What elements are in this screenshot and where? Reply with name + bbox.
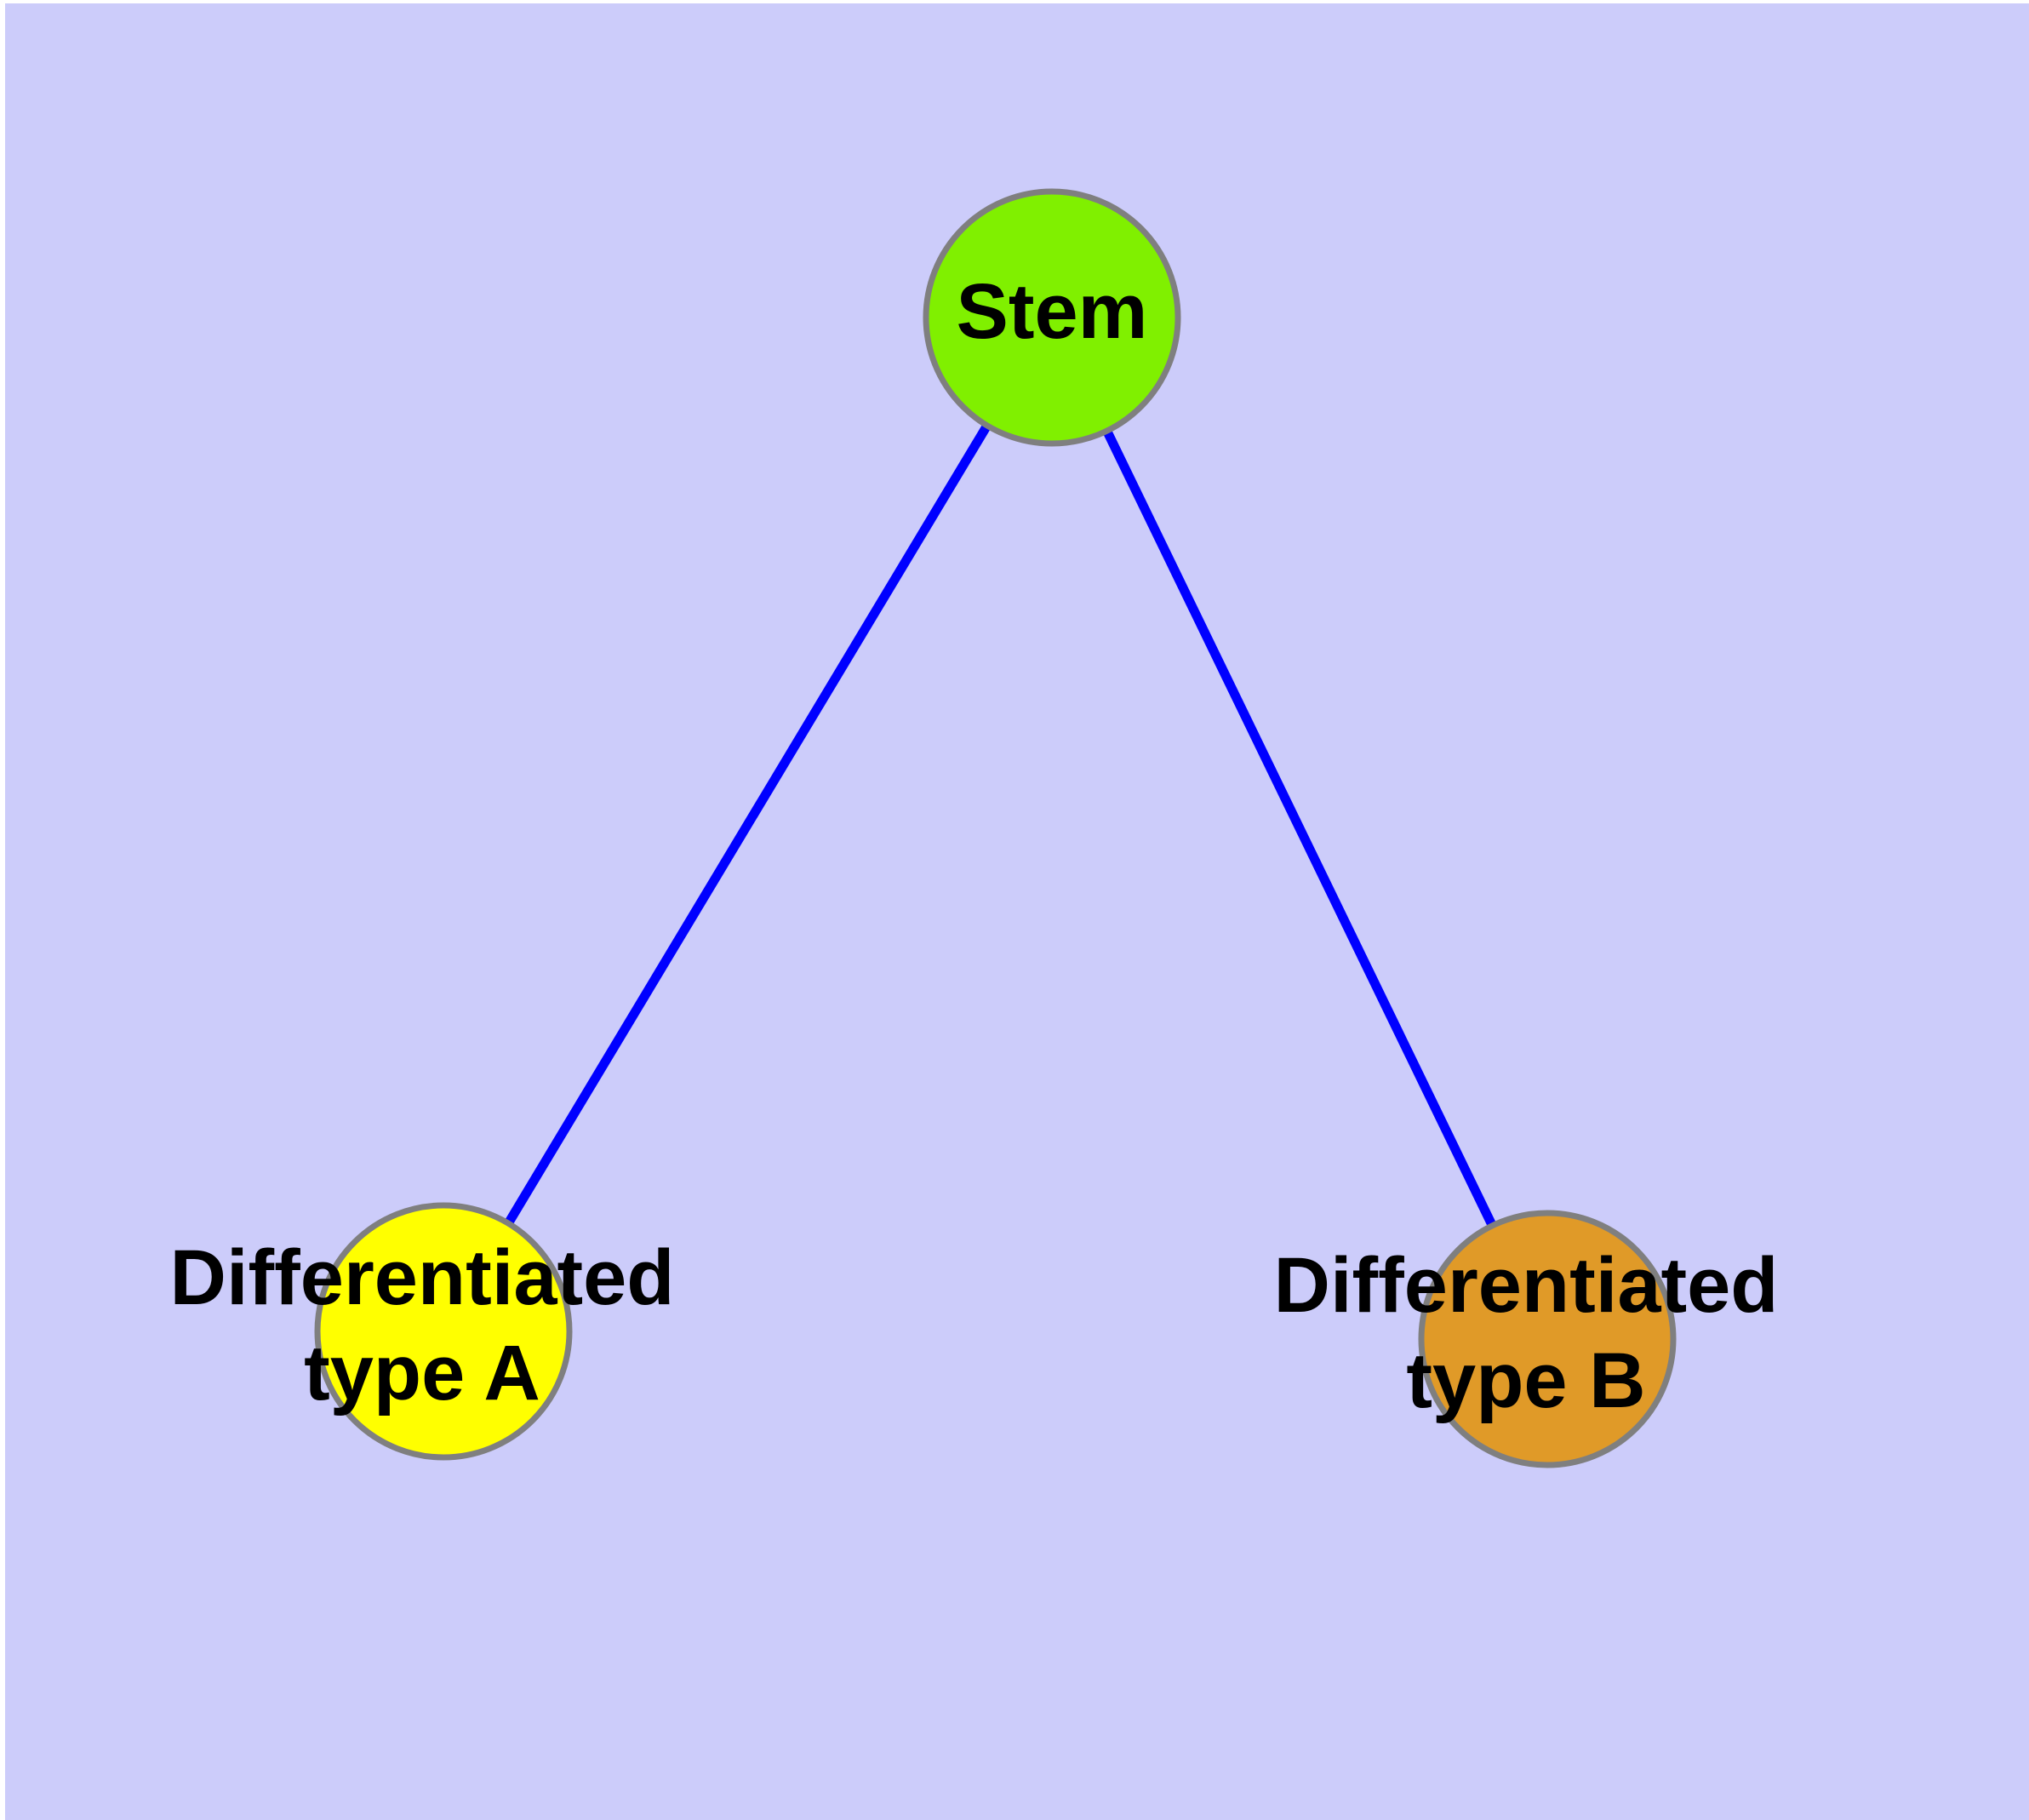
node-label-stem: Stem	[957, 268, 1148, 355]
node-label-line: Differentiated	[170, 1234, 675, 1321]
node-diff_a[interactable]	[314, 1202, 573, 1461]
edges-layer	[505, 424, 1496, 1227]
node-label-line: type A	[304, 1330, 540, 1417]
nodes-layer	[314, 188, 1677, 1468]
node-stem[interactable]	[923, 188, 1181, 447]
edge-stem-diff_b[interactable]	[1103, 430, 1496, 1227]
node-diff_b[interactable]	[1418, 1210, 1677, 1468]
edge-stem-diff_a[interactable]	[505, 424, 991, 1225]
node-label-line: Stem	[957, 268, 1148, 355]
node-label-diff_a: Differentiated type A	[170, 1234, 675, 1417]
node-label-line: Differentiated	[1274, 1242, 1779, 1329]
node-label-line: type B	[1406, 1337, 1645, 1424]
